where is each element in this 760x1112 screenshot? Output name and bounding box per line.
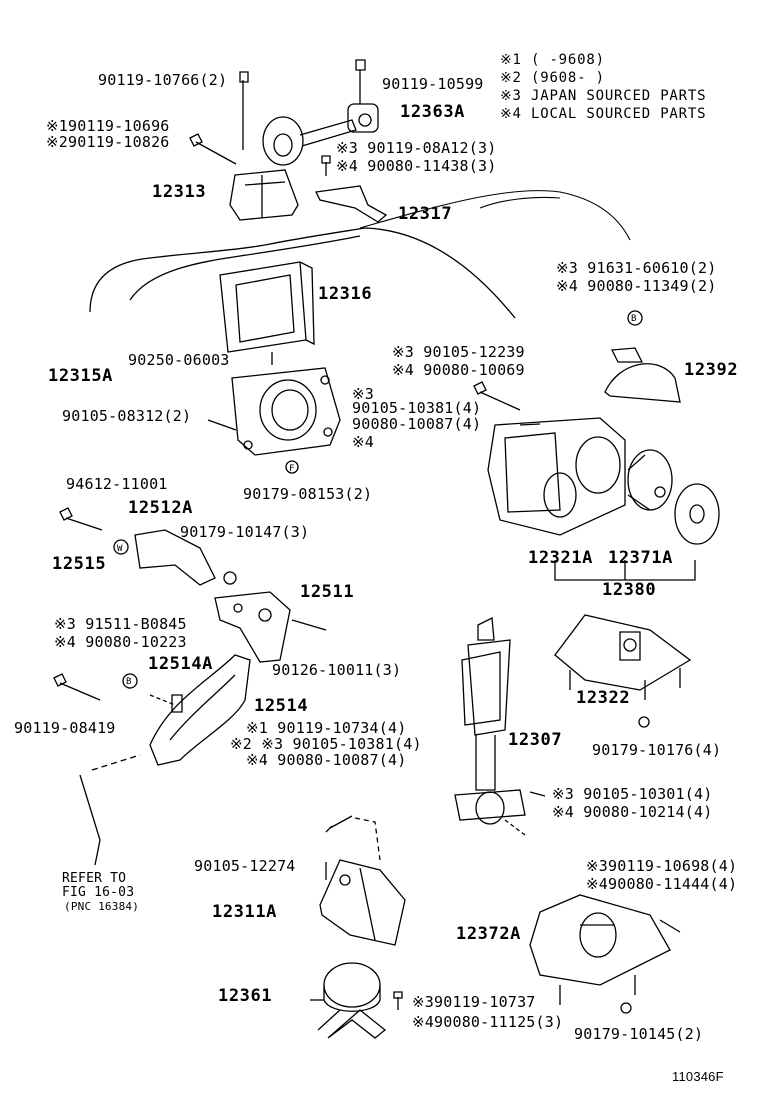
part-label: ※490080-11444(4) [586, 875, 738, 893]
engine-mount-rod-12363a [262, 103, 379, 166]
part-label: 12322 [576, 688, 631, 708]
washer-12380 [674, 483, 720, 545]
part-label: 90119-08419 [14, 719, 116, 737]
part-label: ※3 90105-12239 [392, 343, 525, 361]
part-label: ※390119-10698(4) [586, 857, 738, 875]
part-label: 12311A [212, 902, 278, 922]
refer-note: FIG 16-03 [62, 885, 135, 900]
legend-1: ※1 ( -9608) [500, 52, 605, 68]
part-label: 90179-08153(2) [243, 485, 373, 503]
bracket-12317 [315, 185, 388, 223]
part-label: 90179-10147(3) [180, 523, 310, 541]
part-label: 12380 [602, 580, 657, 600]
part-label: 12316 [318, 284, 373, 304]
marker-b: B [631, 314, 637, 324]
part-label: ※4 [352, 433, 374, 451]
transmission-case-12321a [473, 381, 626, 536]
part-label: ※190119-10696 [46, 117, 170, 135]
part-label: 12514 [254, 696, 309, 716]
part-label: 90105-10381(4) [352, 399, 482, 417]
part-label: 12371A [608, 548, 674, 568]
part-label: 90250-06003 [128, 351, 230, 369]
bolt-90119-10766 [239, 71, 249, 150]
part-label: ※4 90080-10069 [392, 361, 525, 379]
part-label: 12313 [152, 182, 207, 202]
marker-w: W [117, 544, 123, 554]
part-label: ※4 90080-10223 [54, 633, 187, 651]
part-label: ※3 [352, 385, 374, 403]
part-label: ※3 90119-08A12(3) [336, 139, 497, 157]
diagram-code: 110346F [672, 1069, 724, 1084]
bolt-90119-08419 [53, 673, 101, 701]
refer-note: (PNC 16384) [64, 900, 140, 913]
legend-3: ※3 JAPAN SOURCED PARTS [500, 88, 707, 104]
mount-12361 [310, 962, 387, 1039]
part-label: 12307 [508, 730, 563, 750]
marker-f: F [289, 464, 295, 474]
part-label: 12512A [128, 498, 194, 518]
refer-note: REFER TO [62, 871, 127, 886]
part-label: 94612-11001 [66, 475, 168, 493]
part-label: 90119-10766(2) [98, 71, 228, 89]
part-label: 12363A [400, 102, 466, 122]
bracket-12313 [229, 169, 299, 221]
part-label: ※290119-10826 [46, 133, 170, 151]
part-label: 12511 [300, 582, 355, 602]
part-label: ※4 90080-10214(4) [552, 803, 713, 821]
cylinder-12371a [627, 449, 673, 511]
cover-12392 [604, 310, 681, 403]
part-label: 12317 [398, 204, 453, 224]
bracket-12512a [134, 529, 216, 586]
part-label: ※4 90080-11438(3) [336, 157, 497, 175]
part-label: 90179-10176(4) [592, 741, 722, 759]
bolt-12515 [59, 507, 103, 531]
part-label: 90080-10087(4) [352, 415, 482, 433]
part-label: 90119-10599 [382, 75, 484, 93]
part-label: 12321A [528, 548, 594, 568]
part-label: ※390119-10737 [412, 993, 536, 1011]
bracket-12514 [149, 654, 251, 766]
part-label: ※490080-11125(3) [412, 1013, 564, 1031]
legend-4: ※4 LOCAL SOURCED PARTS [500, 106, 707, 122]
part-label: 12515 [52, 554, 107, 574]
part-label: ※3 91631-60610(2) [556, 259, 717, 277]
bracket-12316 [219, 261, 315, 353]
bracket-12511 [214, 591, 327, 663]
part-label: 90105-08312(2) [62, 407, 192, 425]
marker-b: B [126, 677, 132, 687]
damper-12307 [454, 616, 526, 836]
part-label: 12361 [218, 986, 273, 1006]
part-label: 90126-10011(3) [272, 661, 402, 679]
part-label: 12372A [456, 924, 522, 944]
bracket-12315a [231, 367, 341, 456]
part-label: 12514A [148, 654, 214, 674]
bracket-12322 [554, 614, 692, 728]
part-label: 90105-12274 [194, 857, 296, 875]
part-label: ※1 90119-10734(4) [246, 719, 407, 737]
part-label: ※2 ※3 90105-10381(4) [230, 735, 422, 753]
part-label: 12392 [684, 360, 739, 380]
part-label: 90179-10145(2) [574, 1025, 704, 1043]
engine-outline [89, 227, 516, 319]
part-label: ※4 90080-10087(4) [246, 751, 407, 769]
part-label: 12315A [48, 366, 114, 386]
part-label: ※3 91511-B0845 [54, 615, 187, 633]
part-label: ※3 90105-10301(4) [552, 785, 713, 803]
mount-12372a [529, 894, 681, 1005]
part-label: ※4 90080-11349(2) [556, 277, 717, 295]
bracket-12311a [319, 815, 406, 946]
legend-2: ※2 (9608- ) [500, 70, 605, 86]
